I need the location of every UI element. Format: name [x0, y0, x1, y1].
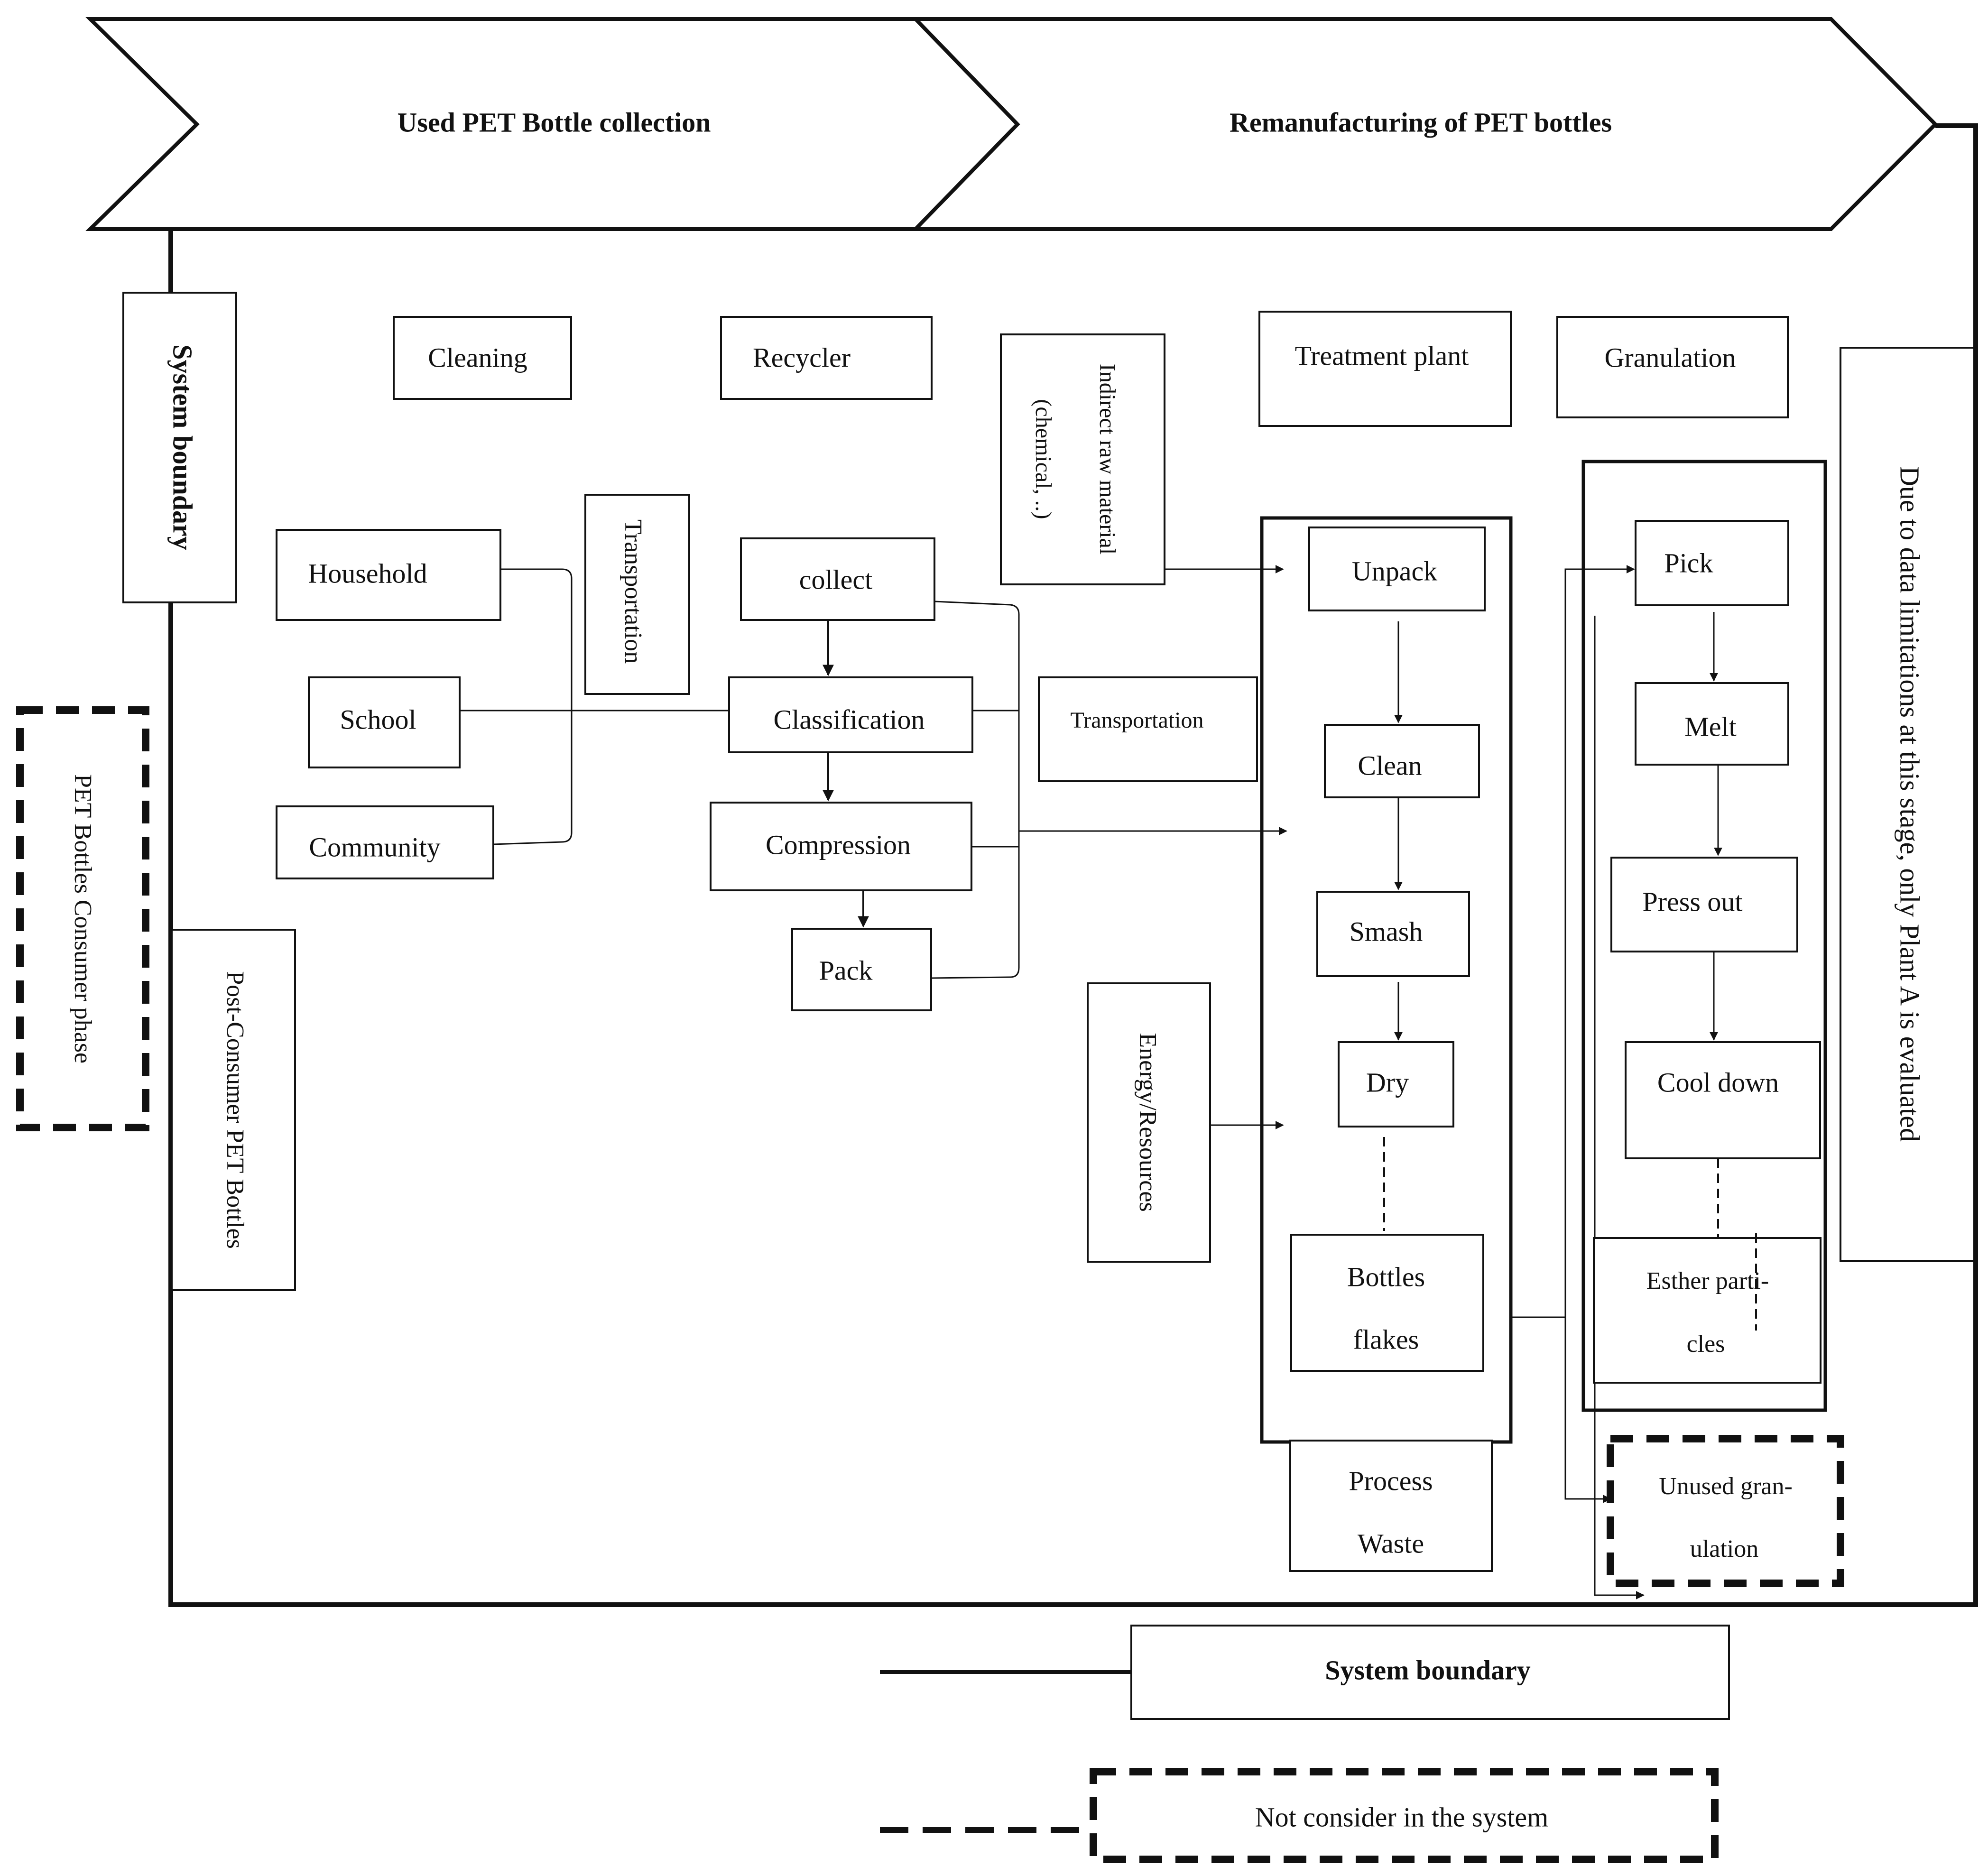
treatment-step-dry: Dry	[1338, 1041, 1454, 1127]
svg-text:Transportation: Transportation	[1071, 708, 1204, 733]
svg-text:Recycler: Recycler	[753, 342, 851, 373]
cleaning-box: Cleaning	[393, 316, 572, 400]
svg-text:Process: Process	[1349, 1465, 1433, 1496]
svg-text:cles: cles	[1687, 1331, 1725, 1358]
collection-bracket	[931, 601, 1020, 979]
svg-text:Cool down: Cool down	[1657, 1067, 1779, 1098]
step-collect: collect	[740, 537, 935, 621]
svg-text:School: School	[340, 704, 416, 735]
svg-text:Unpack: Unpack	[1352, 555, 1437, 586]
source-school: School	[308, 676, 461, 768]
step-classification: Classification	[728, 676, 973, 753]
legend-dashed: Not consider in the system	[880, 1768, 1719, 1863]
svg-text:Smash: Smash	[1350, 916, 1423, 947]
granulation-step-melt: Melt	[1635, 682, 1789, 766]
source-community: Community	[276, 805, 494, 879]
treatment-step-clean: Clean	[1324, 724, 1480, 798]
svg-text:Press out: Press out	[1642, 886, 1742, 917]
energy-resources-box: Energy/Resources	[1087, 982, 1211, 1263]
consumer-phase-label: PET Bottles Consumer phase	[69, 774, 96, 1063]
granulation-step-cool-down: Cool down	[1625, 1041, 1821, 1159]
consumer-phase-box	[16, 706, 149, 1131]
svg-text:Melt: Melt	[1684, 711, 1737, 742]
system-boundary-label: System boundary	[167, 344, 198, 550]
recycler-box: Recycler	[720, 316, 933, 400]
svg-text:Dry: Dry	[1366, 1067, 1409, 1098]
svg-text:flakes: flakes	[1353, 1324, 1419, 1355]
granulation-box: Granulation	[1556, 316, 1789, 418]
note-box	[1840, 347, 1975, 1262]
stage-remanufacturing-label: Remanufacturing of PET bottles	[1230, 107, 1612, 138]
stage-collection-label: Used PET Bottle collection	[397, 107, 711, 138]
svg-text:Transportation: Transportation	[620, 519, 647, 664]
granulation-step-pick: Pick	[1635, 520, 1789, 606]
step-compression: Compression	[710, 802, 972, 891]
granulation-process-container	[1581, 460, 1827, 1412]
svg-text:Community: Community	[309, 832, 440, 862]
svg-text:Esther parti-: Esther parti-	[1646, 1267, 1769, 1294]
granulation-to-unused-connector	[1594, 616, 1645, 1599]
svg-text:Energy/Resources: Energy/Resources	[1134, 1033, 1161, 1211]
step-pack: Pack	[791, 928, 932, 1011]
unused-granulation-label-2: ulation	[1690, 1535, 1758, 1562]
svg-text:Classification: Classification	[774, 704, 925, 735]
treatment-step-smash: Smash	[1316, 891, 1470, 977]
unused-granulation-box	[1607, 1435, 1844, 1587]
treatment-step-unpack: Unpack	[1308, 527, 1486, 611]
svg-text:Compression: Compression	[766, 829, 911, 860]
household-connector	[493, 568, 573, 845]
post-consumer-box	[171, 929, 296, 1291]
svg-text:Cleaning: Cleaning	[428, 342, 527, 373]
legend-solid: System boundary	[880, 1625, 1730, 1720]
svg-text:collect: collect	[799, 564, 873, 595]
unused-granulation-label-1: Unused gran-	[1659, 1473, 1793, 1500]
legend-solid-label: System boundary	[1325, 1654, 1530, 1685]
svg-text:Granulation: Granulation	[1604, 342, 1736, 373]
indirect-raw-material-box: Indirect raw material (chemical, ..)	[1000, 333, 1165, 585]
flakes-to-granulation-connector	[1511, 565, 1635, 1318]
svg-text:Pick: Pick	[1664, 547, 1713, 578]
transportation-vertical-box: Transportation	[584, 494, 690, 695]
system-boundary-label-box	[122, 292, 237, 603]
process-waste-box: Process Waste	[1289, 1440, 1493, 1572]
svg-text:Indirect raw material: Indirect raw material	[1095, 364, 1120, 554]
legend-dashed-label: Not consider in the system	[1255, 1802, 1549, 1832]
svg-text:Pack: Pack	[819, 955, 873, 986]
treatment-plant-box: Treatment plant	[1258, 311, 1512, 427]
svg-text:Clean: Clean	[1358, 750, 1422, 781]
post-consumer-label: Post-Consumer PET Bottles	[222, 971, 249, 1249]
source-household: Household	[276, 529, 501, 621]
svg-text:Household: Household	[308, 558, 427, 589]
note-label: Due to data limitations at this stage, o…	[1895, 466, 1925, 1142]
header-stage-collection: Used PET Bottle collection	[85, 17, 1020, 231]
granulation-step-press-out: Press out	[1610, 857, 1798, 952]
esther-particles-box: Esther parti- cles	[1593, 1237, 1822, 1384]
header-stage-remanufacturing: Remanufacturing of PET bottles	[911, 17, 1938, 231]
svg-text:Waste: Waste	[1358, 1528, 1424, 1559]
svg-text:(chemical, ..): (chemical, ..)	[1031, 399, 1056, 519]
svg-text:Bottles: Bottles	[1347, 1261, 1425, 1292]
bottles-flakes-box: Bottles flakes	[1290, 1234, 1484, 1372]
transportation-box: Transportation	[1038, 676, 1258, 782]
svg-text:Treatment plant: Treatment plant	[1295, 340, 1469, 371]
